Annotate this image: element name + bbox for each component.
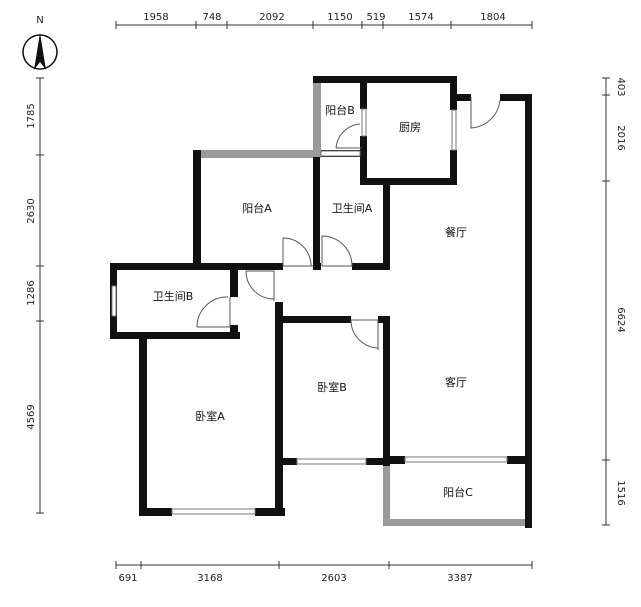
bottom-dimension-line — [115, 561, 533, 569]
dim-top-3: 2092 — [259, 12, 284, 23]
dim-bottom-1: 691 — [118, 573, 137, 584]
compass-label: N — [36, 15, 43, 26]
dim-left-4: 4569 — [26, 404, 37, 429]
north-compass-icon: N — [22, 15, 58, 70]
windows — [111, 108, 508, 515]
dim-top-1: 1958 — [143, 12, 168, 23]
room-label-kitchen: 厨房 — [399, 121, 421, 134]
dim-bottom-4: 3387 — [447, 573, 472, 584]
room-label-balcony-c: 阳台C — [443, 485, 473, 499]
dim-right-4: 1516 — [615, 480, 626, 505]
dim-top-6: 1574 — [408, 12, 433, 23]
dim-left-3: 1286 — [26, 280, 37, 305]
dim-right-1: 403 — [615, 77, 626, 96]
room-label-balcony-a: 阳台A — [242, 201, 272, 215]
dim-top-4: 1150 — [327, 12, 352, 23]
right-dimension-line — [602, 77, 610, 526]
room-label-bathroom-b: 卫生间B — [153, 289, 194, 303]
room-label-dining: 餐厅 — [445, 225, 467, 239]
dim-right-3: 6624 — [615, 307, 626, 332]
dim-left-2: 2630 — [26, 198, 37, 223]
room-label-bedroom-b: 卧室B — [317, 380, 347, 394]
top-dimension-line — [115, 21, 533, 29]
room-label-bedroom-a: 卧室A — [195, 409, 225, 423]
room-label-balcony-b: 阳台B — [325, 103, 355, 117]
dim-top-5: 519 — [366, 12, 385, 23]
dim-left-1: 1785 — [26, 103, 37, 128]
dim-bottom-2: 3168 — [197, 573, 222, 584]
dim-top-7: 1804 — [480, 12, 505, 23]
room-label-living: 客厅 — [445, 375, 467, 389]
dim-bottom-3: 2603 — [321, 573, 346, 584]
exterior-walls — [110, 76, 532, 528]
room-label-bathroom-a: 卫生间A — [332, 201, 373, 215]
dim-top-2: 748 — [202, 12, 221, 23]
dim-right-2: 2016 — [615, 125, 626, 150]
balcony-walls — [193, 76, 531, 526]
left-dimension-line — [36, 77, 44, 514]
door-swings — [196, 97, 501, 350]
